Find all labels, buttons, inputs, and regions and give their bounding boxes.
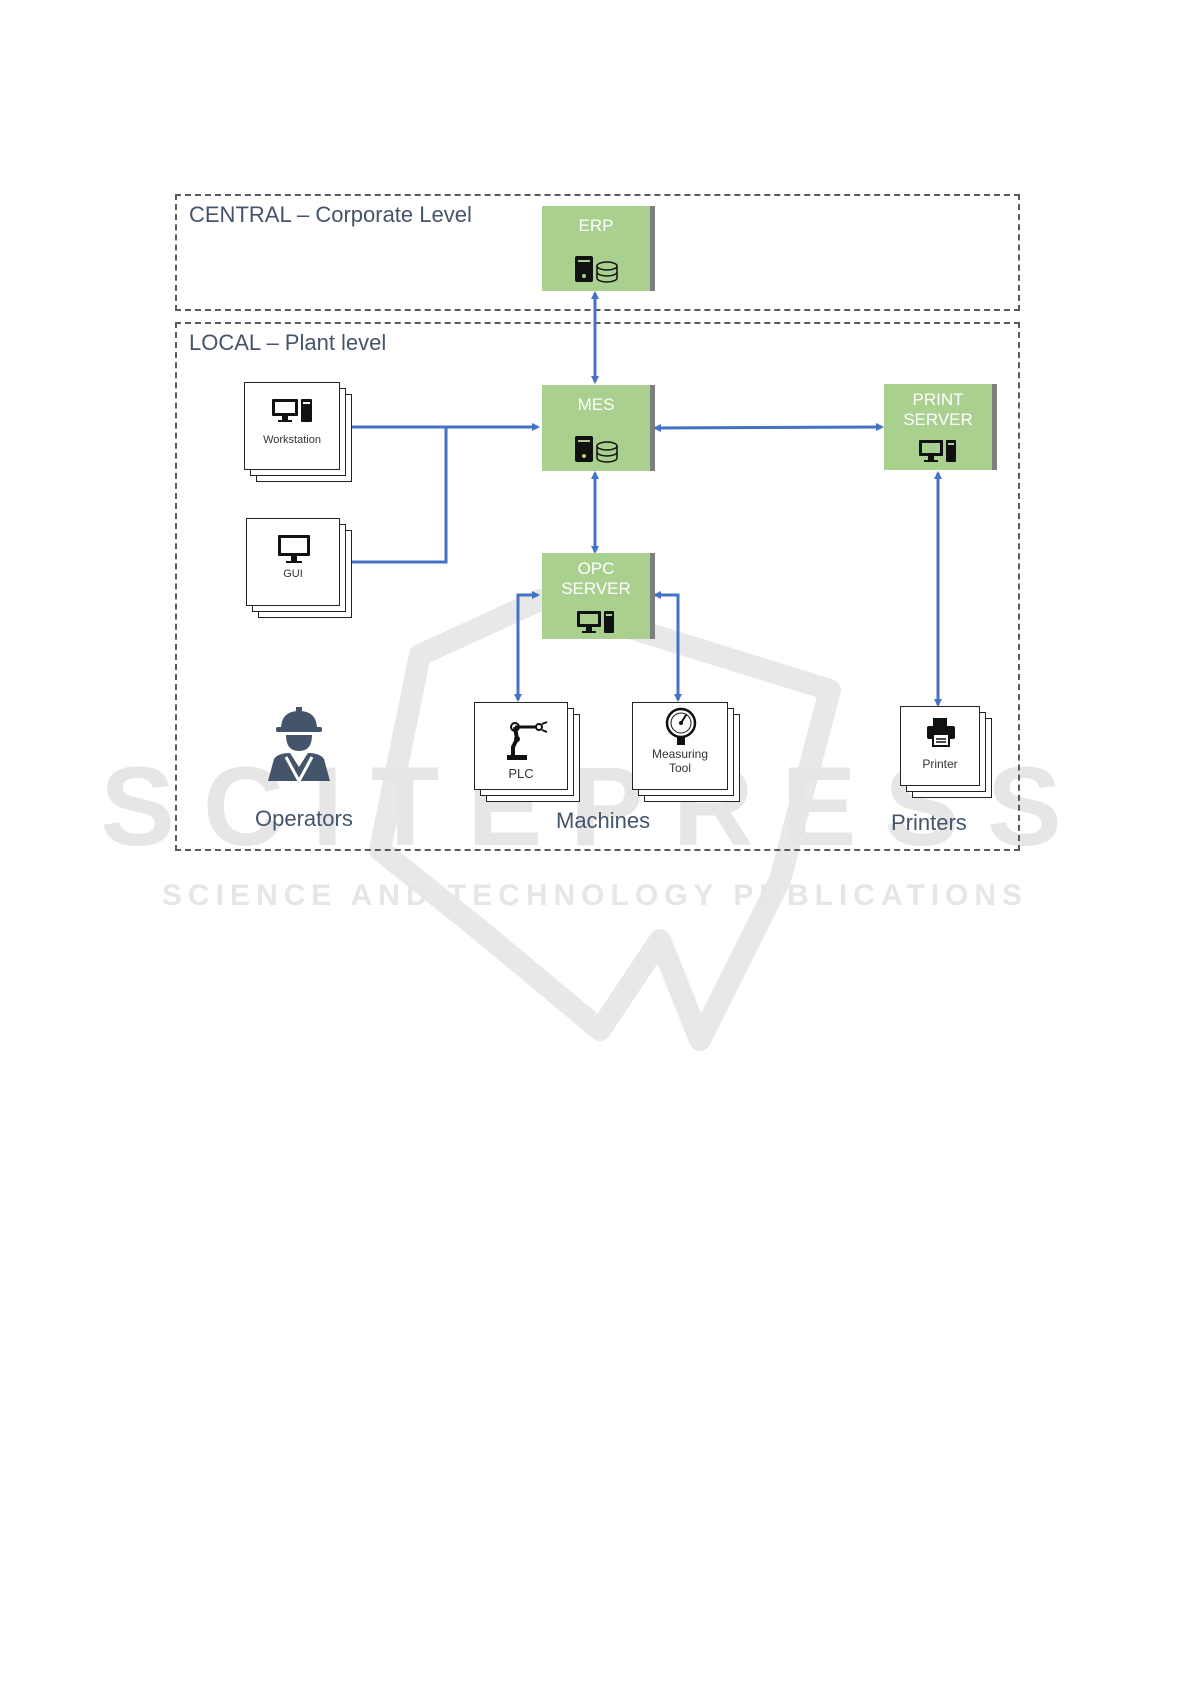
print-server-label-line2: SERVER xyxy=(884,410,992,430)
workstation-label: Workstation xyxy=(245,433,339,447)
mes-printserver-arrow xyxy=(655,427,882,428)
gauge-icon xyxy=(663,707,699,747)
operator-icon xyxy=(264,707,334,781)
plc-label: PLC xyxy=(475,767,567,781)
printers-label: Printers xyxy=(891,810,967,836)
monitor-icon xyxy=(277,533,311,565)
plc-stack: PLC xyxy=(474,702,584,804)
opc-server-label-line1: OPC xyxy=(542,559,650,579)
gui-stack: GUI xyxy=(246,518,356,620)
measuring-tool-label-line1: Measuring xyxy=(633,747,727,761)
measuring-tool-label-line2: Tool xyxy=(633,761,727,775)
machines-label: Machines xyxy=(556,808,650,834)
printer-stack: Printer xyxy=(900,706,996,800)
print-server-node: PRINT SERVER xyxy=(884,384,997,470)
workstation-stack: Workstation xyxy=(244,382,354,484)
measuring-tool-stack: Measuring Tool xyxy=(632,702,744,804)
gui-label: GUI xyxy=(247,567,339,581)
printer-icon xyxy=(925,717,957,747)
computer-icon xyxy=(576,609,616,635)
opc-server-label-line2: SERVER xyxy=(542,579,650,599)
server-database-icon xyxy=(573,254,619,284)
opc-server-node: OPC SERVER xyxy=(542,553,655,639)
operators-label: Operators xyxy=(255,806,353,832)
opc-plc-arrow xyxy=(518,595,538,700)
workstation-icon xyxy=(271,397,313,425)
erp-label: ERP xyxy=(542,216,650,236)
printer-label: Printer xyxy=(901,757,979,771)
erp-node: ERP xyxy=(542,206,655,291)
robot-arm-icon xyxy=(505,719,549,761)
computer-icon xyxy=(918,438,958,464)
server-database-icon xyxy=(573,434,619,464)
print-server-label-line1: PRINT xyxy=(884,390,992,410)
mes-node: MES xyxy=(542,385,655,471)
mes-label: MES xyxy=(542,395,650,415)
opc-measuring-arrow xyxy=(655,595,678,700)
